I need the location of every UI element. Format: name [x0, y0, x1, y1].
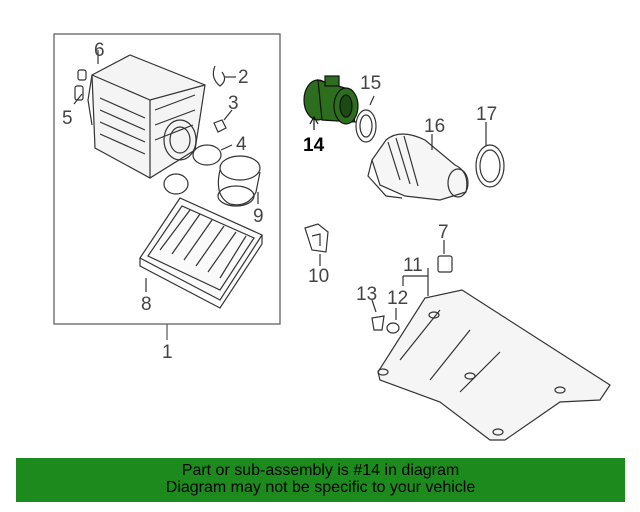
- engine-cover-part-11: [377, 289, 611, 441]
- intake-hose-part-9: [217, 155, 261, 207]
- callout-13: 13: [356, 284, 377, 305]
- callout-2: 2: [238, 67, 249, 88]
- fastener-part-13: [371, 299, 385, 331]
- seal-ring-part-17: [475, 144, 505, 188]
- callout-16: 16: [424, 116, 445, 137]
- callout-10: 10: [308, 266, 329, 287]
- callout-11: 11: [403, 255, 423, 276]
- callout-3: 3: [228, 93, 239, 114]
- callout-8: 8: [141, 294, 152, 315]
- hose-clip-part-2: [212, 65, 226, 87]
- callout-15: 15: [360, 73, 381, 94]
- banner-line-part: Part or sub-assembly is #14 in diagram: [181, 462, 460, 479]
- callout-1: 1: [162, 342, 173, 363]
- callout-12: 12: [387, 288, 408, 309]
- intake-boot-part-16: [367, 133, 469, 201]
- callout-14: 14: [303, 135, 325, 156]
- clip-part-6: [73, 50, 99, 105]
- air-cleaner-housing: [87, 54, 206, 195]
- callout-5: 5: [62, 108, 73, 129]
- fastener-part-12: [386, 308, 400, 334]
- banner-line-disclaimer: Diagram may not be specific to your vehi…: [165, 479, 476, 496]
- air-filter-part-8: [139, 197, 263, 309]
- leader-part-11: [402, 268, 429, 296]
- seal-ring-part-4: [192, 144, 222, 166]
- bracket-part-10: [304, 223, 329, 266]
- clip-part-3: [213, 119, 227, 133]
- callout-17: 17: [476, 104, 497, 125]
- callout-7: 7: [438, 222, 449, 243]
- callout-6: 6: [94, 40, 105, 61]
- callout-9: 9: [253, 206, 264, 227]
- clip-part-7: [437, 255, 453, 273]
- seal-ring-part-15: [355, 109, 377, 143]
- info-banner: Part or sub-assembly is #14 in diagram D…: [16, 458, 625, 502]
- callout-4: 4: [236, 134, 247, 155]
- air-flow-meter-part-14: [303, 75, 359, 130]
